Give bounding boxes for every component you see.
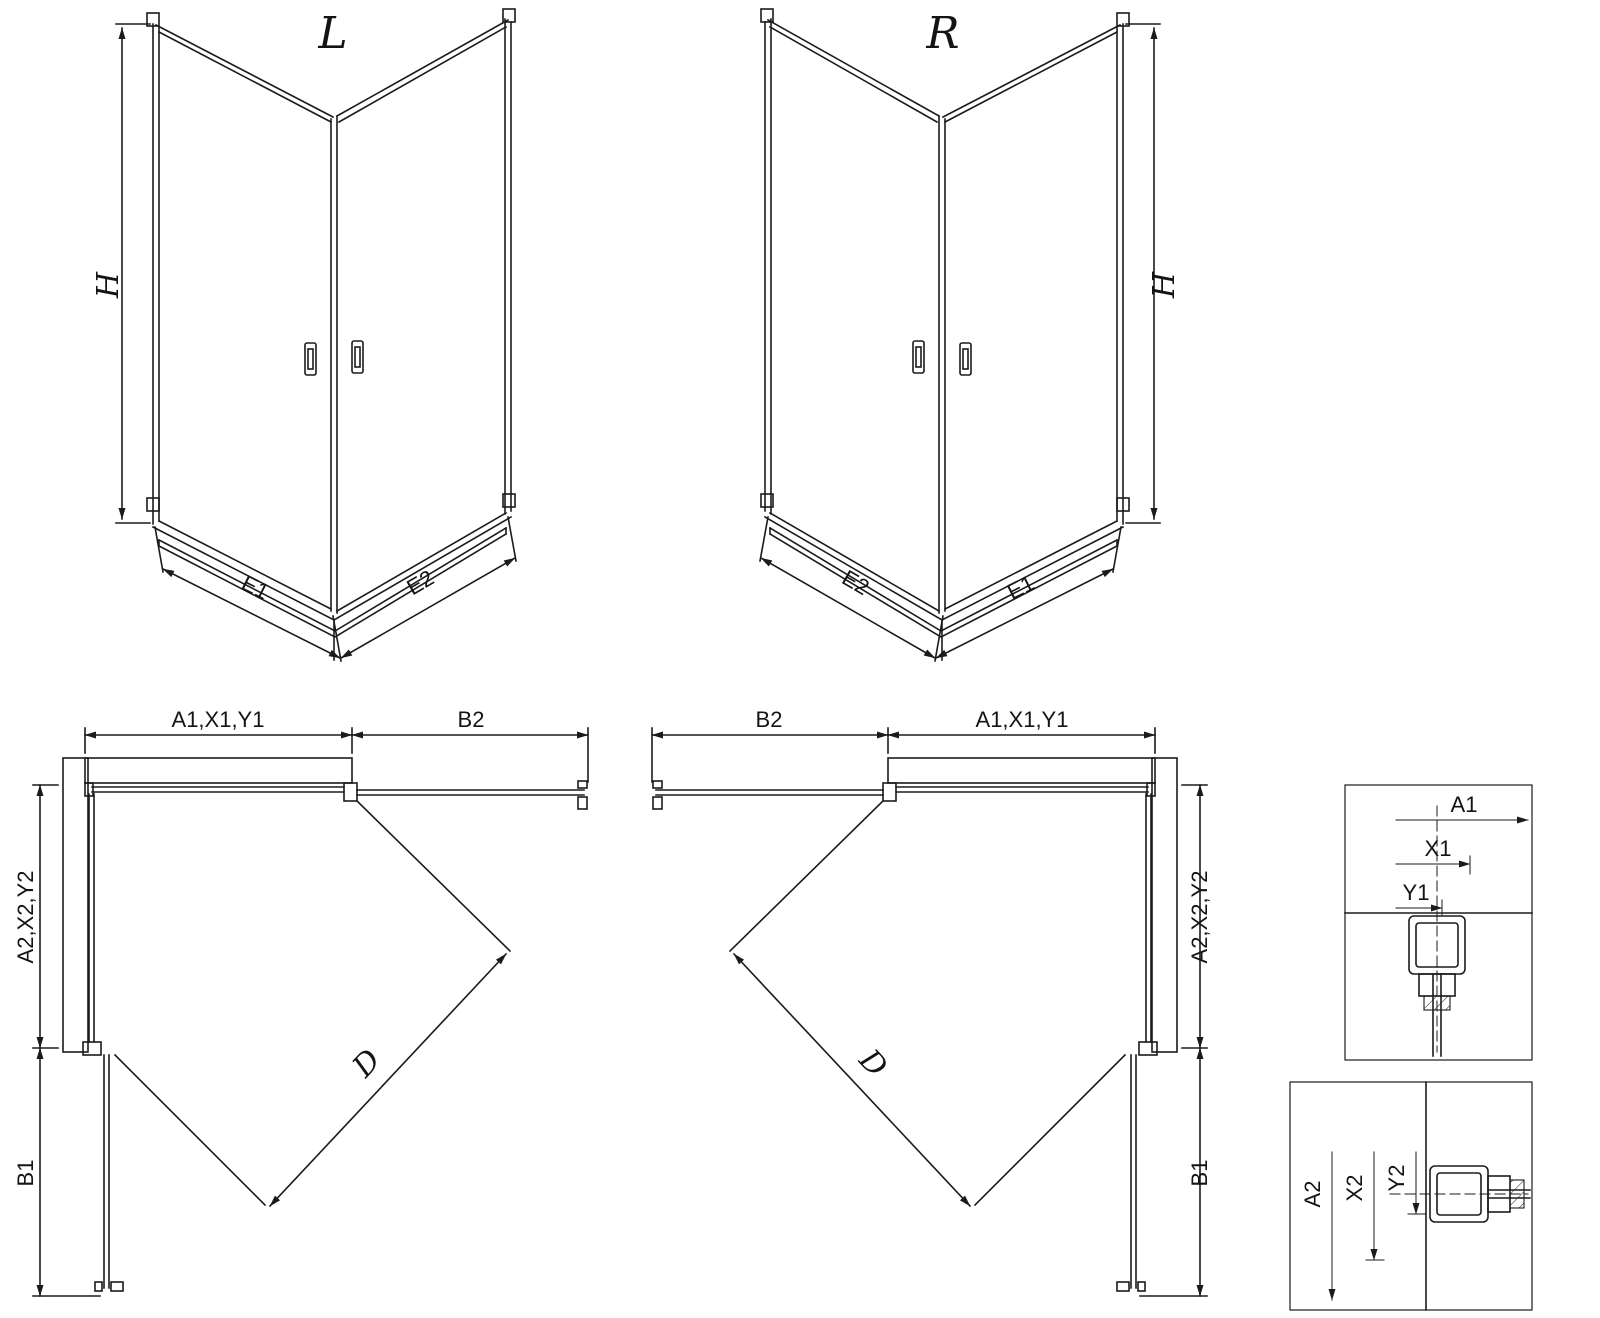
plan-right-door-width-label: B2 <box>756 707 783 732</box>
plan-right-side-door-label: B1 <box>1187 1160 1212 1187</box>
plan-right-top-span-label: A1,X1,Y1 <box>976 707 1069 732</box>
height-dim-label-right: H <box>1147 271 1182 299</box>
plan-right-diagonal-label: D <box>851 1042 894 1084</box>
detail-bottom-y2-label: Y2 <box>1384 1165 1409 1192</box>
plan-left-side-span-label: A2,X2,Y2 <box>13 871 38 964</box>
detail-bottom-a2-label: A2 <box>1300 1181 1325 1208</box>
detail-top-y1-label: Y1 <box>1403 880 1430 905</box>
plan-view-right <box>652 728 1207 1296</box>
view-title-right: R <box>925 8 959 59</box>
plan-left-top-span-label: A1,X1,Y1 <box>172 707 265 732</box>
e1-dim-label-left-view: E1 <box>238 570 273 604</box>
plan-left-door-width-label: B2 <box>458 707 485 732</box>
view-title-left: L <box>317 8 347 59</box>
perspective-view-right <box>760 9 1160 661</box>
detail-top-profile <box>1344 784 1533 1061</box>
detail-bottom-x2-label: X2 <box>1342 1175 1367 1202</box>
e1-dim-label-right-view: E1 <box>1003 570 1038 604</box>
plan-view-left <box>33 728 588 1296</box>
perspective-view-left <box>116 9 516 661</box>
plan-right-side-span-label: A2,X2,Y2 <box>1187 871 1212 964</box>
detail-top-x1-label: X1 <box>1425 836 1452 861</box>
detail-top-a1-label: A1 <box>1451 792 1478 817</box>
height-dim-label-left: H <box>91 271 126 299</box>
plan-left-side-door-label: B1 <box>13 1160 38 1187</box>
detail-bottom-profile <box>1289 1081 1533 1311</box>
plan-left-diagonal-label: D <box>345 1043 388 1085</box>
